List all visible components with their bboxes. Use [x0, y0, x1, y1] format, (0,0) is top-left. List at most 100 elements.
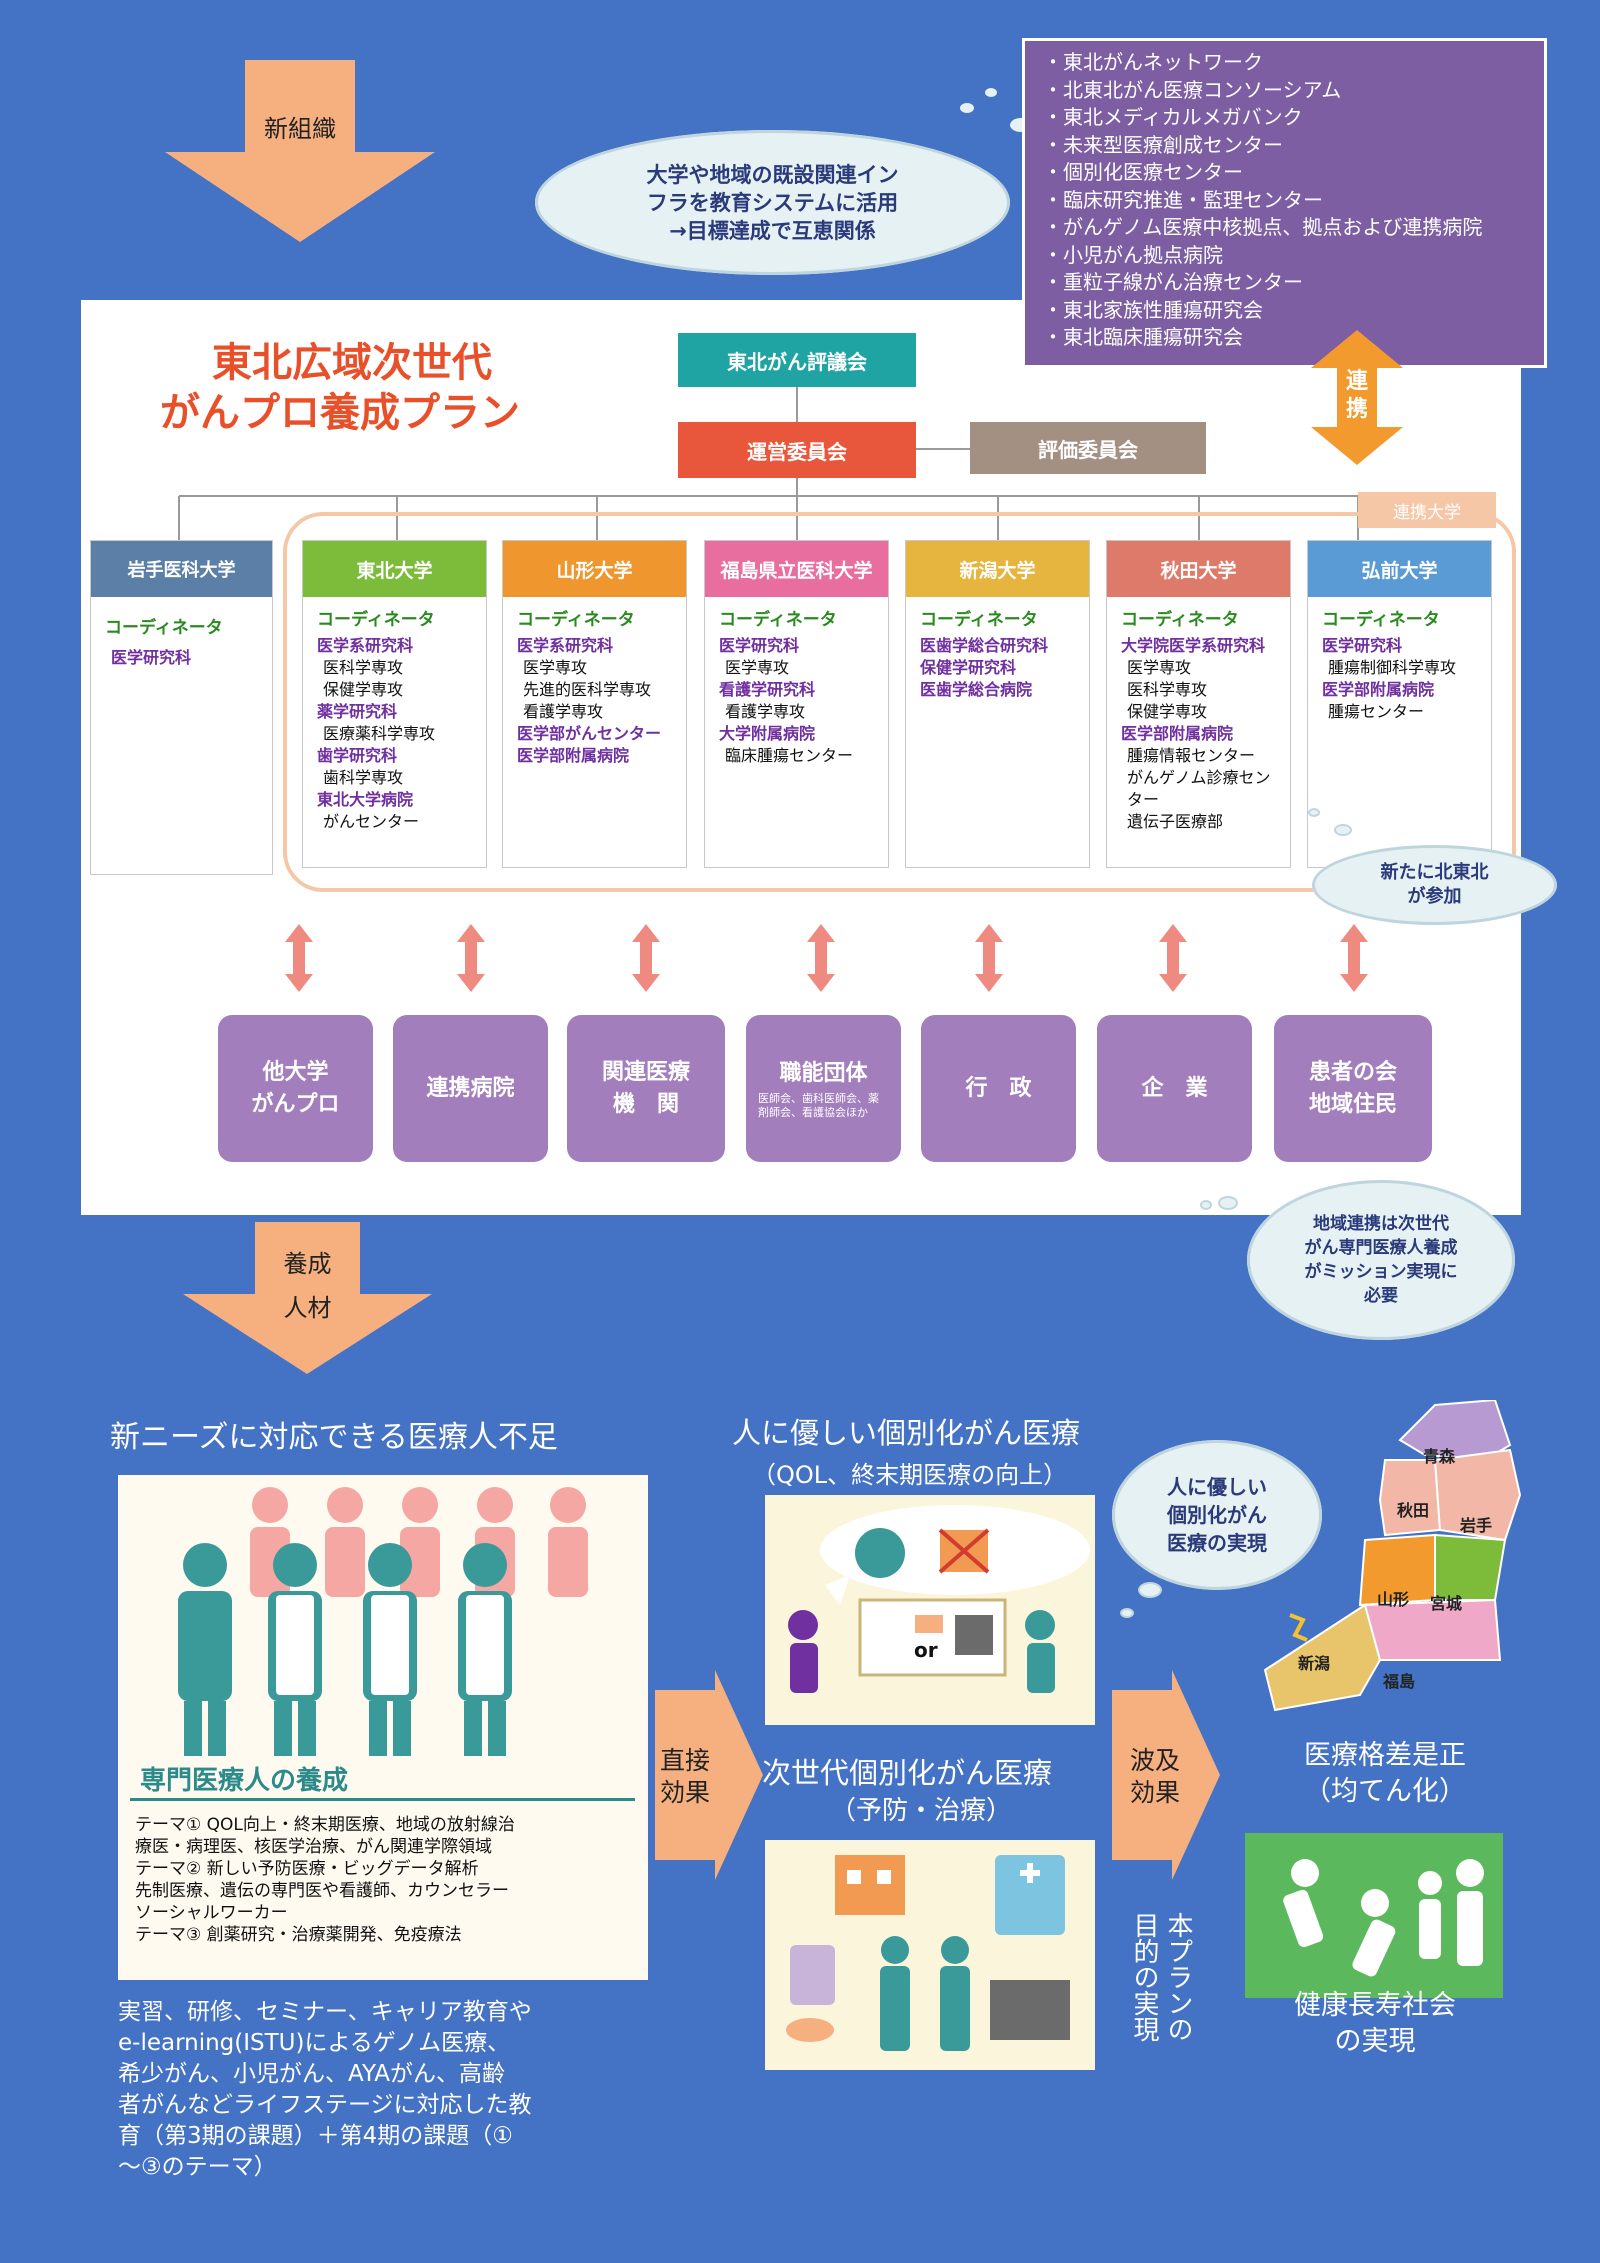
dept-line: 医学系研究科 [317, 636, 414, 655]
trained-label-line: 人材 [283, 1294, 332, 1322]
stakeholder-label: 他大学 [262, 1059, 329, 1085]
cloud-personalized-line: 個別化がん [1167, 1503, 1267, 1527]
cloud-new-line: が参加 [1407, 886, 1462, 907]
disparity-line: （均てん化） [1304, 1776, 1466, 1807]
stakeholder-label: 企 業 [1141, 1075, 1208, 1101]
dept-line: 大学院医学系研究科 [1121, 636, 1266, 655]
cloud-dot [960, 103, 974, 113]
double-arrow-icon [1159, 924, 1187, 992]
dept-line: 看護学専攻 [725, 702, 806, 721]
network-item: ・重粒子線がん治療センター [1043, 270, 1303, 294]
cloud-dot [985, 88, 997, 97]
trained-label: 養成 人材 [255, 1242, 360, 1330]
training-themes: テーマ① QOL向上・終末期医療、地域の放射線治 療医・病理医、核医学治療、がん… [135, 1814, 645, 1946]
dept-line: 先進的医科学専攻 [523, 680, 652, 699]
left-section-title: 新ニーズに対応できる医療人不足 [110, 1420, 558, 1455]
renkei-char: 携 [1345, 397, 1368, 422]
ripple-effect-line: 波及 [1130, 1746, 1181, 1775]
trained-label-line: 養成 [283, 1250, 332, 1278]
dept-line: 医学部がんセンター [517, 724, 662, 743]
network-item: ・未来型医療創成センター [1043, 132, 1283, 157]
ripple-effect-line: 効果 [1130, 1778, 1181, 1807]
network-item: ・個別化医療センター [1043, 160, 1243, 184]
dept-line: 腫瘍センター [1328, 702, 1425, 721]
univ-card: 秋田大学コーディネータ大学院医学系研究科医学専攻医科学専攻保健学専攻医学部附属病… [1106, 540, 1291, 868]
double-arrow-icon [457, 924, 485, 992]
ripple-effect-arrow [1112, 1670, 1220, 1880]
cloud-dot [1138, 1582, 1162, 1598]
cloud-personalized-line: 人に優しい [1167, 1475, 1267, 1499]
dept-line: 看護学専攻 [523, 702, 604, 721]
dept-line: 医歯学総合研究科 [920, 636, 1049, 655]
map-label-miyagi: 宮城 [1430, 1594, 1463, 1613]
univ-body: コーディネータ医学研究科腫瘍制御科学専攻医学部附属病院腫瘍センター [1308, 597, 1491, 723]
consultation-illustration [788, 1505, 1090, 1693]
cloud-dot [1308, 808, 1320, 817]
plan-title: 東北広域次世代 がんプロ養成プラン [160, 338, 520, 438]
univ-name: 福島県立医科大学 [705, 541, 888, 597]
down-arrow-trained [183, 1222, 432, 1374]
double-arrow-icon [975, 924, 1003, 992]
cloud-dot [1334, 824, 1352, 836]
univ-body: コーディネータ医歯学総合研究科保健学研究科医歯学総合病院 [906, 597, 1089, 701]
next-gen-sub: （予防・治療） [830, 1796, 1013, 1826]
map-label-akita: 秋田 [1397, 1501, 1430, 1520]
theme-line: テーマ① QOL向上・終末期医療、地域の放射線治 [135, 1815, 515, 1835]
cloud-dot [1200, 1200, 1212, 1210]
dept-line: 医歯学総合病院 [920, 680, 1033, 699]
plan-goal-vertical: 本プランの 目的の実現 [1128, 1912, 1194, 2042]
org-connectors [178, 387, 1359, 540]
dept-line: 薬学研究科 [317, 702, 398, 721]
dept-line: 医学部附属病院 [1121, 724, 1234, 743]
medical-staff-illustration [178, 1487, 588, 1756]
double-arrow-icon [632, 924, 660, 992]
education-line: 実習、研修、セミナー、キャリア教育や [118, 1999, 532, 2025]
univ-name: 弘前大学 [1308, 541, 1491, 597]
education-line: 育（第3期の課題）＋第4期の課題（① [118, 2123, 513, 2149]
plan-title-line: がんプロ養成プラン [160, 390, 520, 436]
training-divider [130, 1798, 635, 1801]
partner-univ-tab: 連携大学 [1358, 492, 1496, 528]
cloud-dot [1120, 1608, 1134, 1618]
dept-line: 腫瘍情報センター [1127, 746, 1256, 765]
cloud-dot [1218, 1196, 1238, 1210]
double-arrow-icon [807, 924, 835, 992]
univ-name: 秋田大学 [1107, 541, 1290, 597]
dept-line: 看護学研究科 [719, 680, 816, 699]
dept-line: がんセンター [323, 812, 420, 831]
stakeholder-label: 連携病院 [426, 1075, 515, 1101]
map-label-yamagata: 山形 [1377, 1590, 1410, 1609]
univ-name: 東北大学 [303, 541, 486, 597]
network-item: ・がんゲノム医療中核拠点、拠点および連携病院 [1043, 215, 1483, 239]
stakeholder-label: 関連医療 [601, 1059, 690, 1085]
cloud-mission: 地域連携は次世代 がん専門医療人養成 がミッション実現に 必要 [1247, 1180, 1515, 1340]
univ-card: 山形大学コーディネータ医学系研究科医学専攻先進的医科学専攻看護学専攻医学部がんセ… [502, 540, 687, 868]
dept-line: 歯科学専攻 [323, 768, 404, 787]
map-label-niigata: 新潟 [1298, 1654, 1331, 1673]
dept-line: 臨床腫瘍センター [725, 746, 854, 765]
dept-line: 医学研究科 [1322, 636, 1403, 655]
stakeholder-box: 職能団体医師会、歯科医師会、薬剤師会、看護協会ほか [746, 1015, 901, 1162]
cloud-infra-line: フラを教育システムに活用 [646, 190, 899, 215]
direct-effect-line: 効果 [660, 1778, 711, 1807]
cloud-new-line: 新たに北東北 [1380, 862, 1489, 883]
network-list: ・東北がんネットワーク ・北東北がん医療コンソーシアム ・東北メディカルメガバン… [1022, 38, 1547, 368]
next-gen-title: 次世代個別化がん医療 [762, 1756, 1053, 1790]
univ-name: 山形大学 [503, 541, 686, 597]
new-org-label: 新組織 [264, 115, 336, 143]
theme-line: ソーシャルワーカー [135, 1903, 288, 1923]
univ-name: 新潟大学 [906, 541, 1089, 597]
univ-body: コーディネータ医学系研究科医学専攻先進的医科学専攻看護学専攻医学部がんセンター医… [503, 597, 686, 767]
cloud-mission-line: 必要 [1364, 1286, 1398, 1306]
education-line: 者がんなどライフステージに対応した教 [118, 2092, 532, 2118]
univ-body: コーディネータ医学系研究科医科学専攻保健学専攻薬学研究科医療薬科学専攻歯学研究科… [303, 597, 486, 833]
stakeholder-label: 機 関 [612, 1091, 679, 1117]
tohoku-map [1263, 1400, 1522, 1712]
univ-card: 東北大学コーディネータ医学系研究科医科学専攻保健学専攻薬学研究科医療薬科学専攻歯… [302, 540, 487, 868]
dept-line: がんゲノム診療センター [1127, 768, 1271, 809]
coordinator-label: コーディネータ [1322, 610, 1440, 630]
coordinator-label: コーディネータ [1121, 610, 1239, 630]
coordinator-label: コーディネータ [719, 610, 837, 630]
down-arrow-new-org [165, 60, 435, 242]
renkei-label: 連 携 [1342, 368, 1372, 424]
